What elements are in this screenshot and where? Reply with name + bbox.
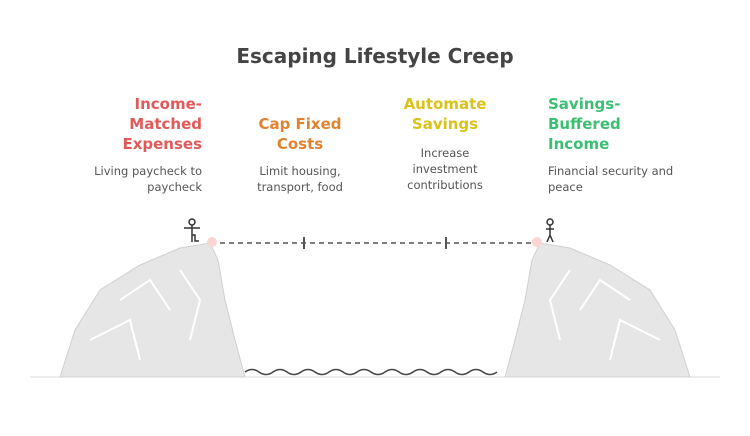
page-title: Escaping Lifestyle Creep: [236, 44, 514, 68]
walking-person-icon: [184, 218, 200, 242]
stage-3-heading: Automate Savings: [403, 95, 487, 133]
start-point: [207, 237, 217, 247]
right-cliff: [504, 242, 691, 378]
stage-1-heading: Income-Matched Expenses: [122, 95, 202, 153]
stage-2-description: Limit housing, transport, food: [257, 164, 343, 194]
standing-person-icon: [546, 218, 554, 243]
stage-1-description: Living paycheck to paycheck: [94, 164, 202, 194]
left-cliff: [59, 242, 246, 378]
stage-2-heading: Cap Fixed Costs: [258, 115, 342, 153]
stage-3-description: Increase investment contributions: [407, 146, 483, 192]
stage-4-heading: Savings-Buffered Income: [548, 95, 621, 153]
stage-4-description: Financial security and peace: [548, 164, 674, 194]
end-point: [532, 237, 542, 247]
water-waves: [244, 368, 498, 376]
